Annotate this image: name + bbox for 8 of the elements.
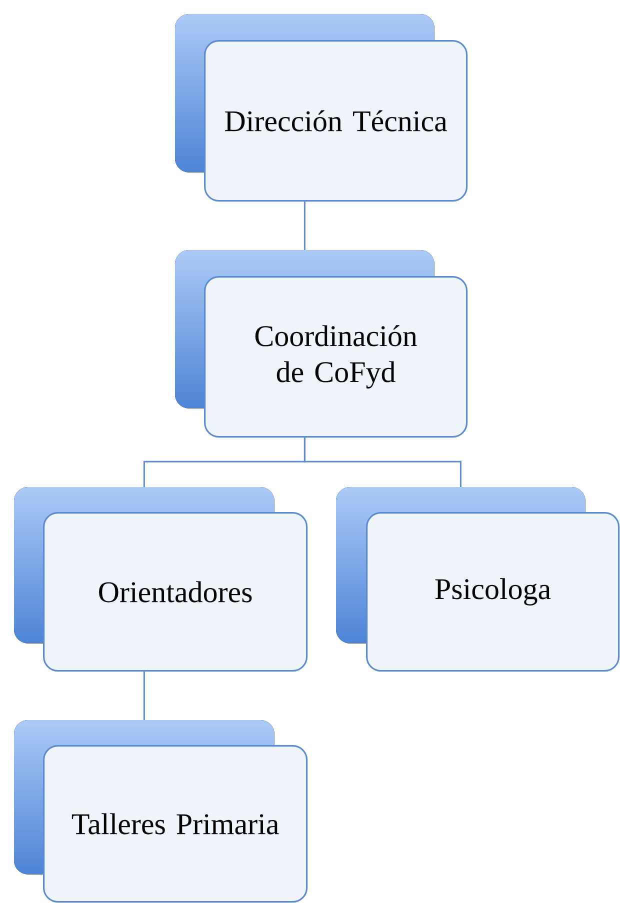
connector-line: [143, 672, 145, 720]
connector-line: [304, 438, 462, 487]
org-box: Coordinación de CoFyd: [175, 250, 468, 438]
org-box: Talleres Primaria: [14, 720, 308, 903]
org-box: Psicologa: [336, 487, 620, 672]
org-box: Orientadores: [14, 487, 308, 672]
org-box: Dirección Técnica: [175, 14, 468, 202]
connector-line: [304, 202, 306, 250]
